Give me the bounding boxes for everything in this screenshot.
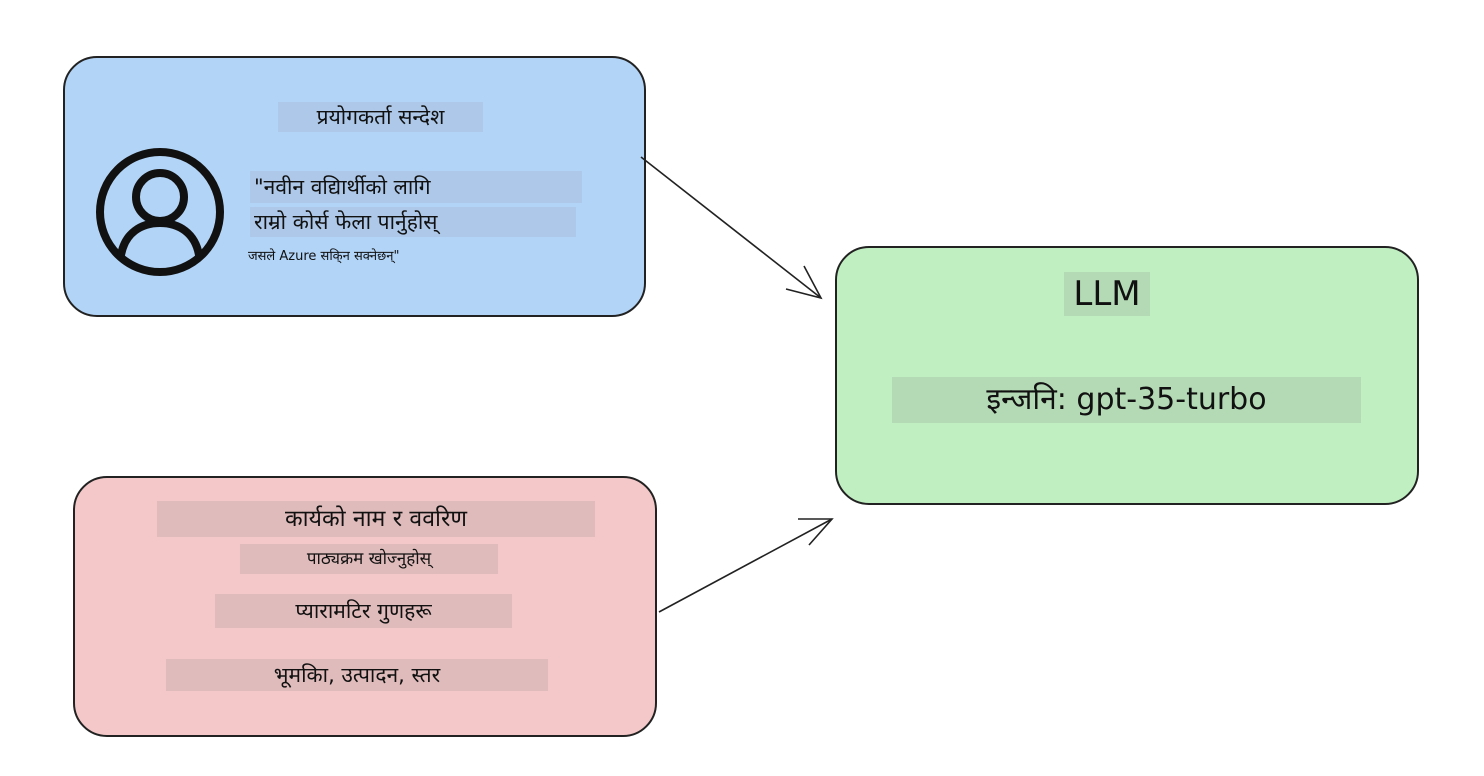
llm-title: LLM [1064, 272, 1150, 316]
arrow-task-to-llm [658, 518, 834, 613]
task-parameters: भूमकिा, उत्पादन, स्तर [166, 659, 548, 691]
arrow-user-to-llm [640, 156, 823, 300]
task-definition-box [73, 476, 657, 737]
task-parameters-label: प्यारामटिर गुणहरू [215, 594, 512, 628]
user-avatar-icon [96, 148, 224, 276]
task-description: पाठ्यक्रम खोज्नुहोस् [240, 544, 498, 574]
user-message-line-1: "नवीन वद्यिार्थीको लागि [250, 171, 582, 203]
user-message-title: प्रयोगकर्ता सन्देश [278, 102, 483, 132]
user-message-line-2: राम्रो कोर्स फेला पार्नुहोस् [250, 207, 576, 237]
llm-engine: इन्जनि: gpt-35-turbo [892, 377, 1361, 423]
user-message-line-3: जसले Azure सकि्न सक्नेछन्" [248, 248, 400, 264]
task-name-label: कार्यको नाम र ववरिण [157, 501, 595, 537]
